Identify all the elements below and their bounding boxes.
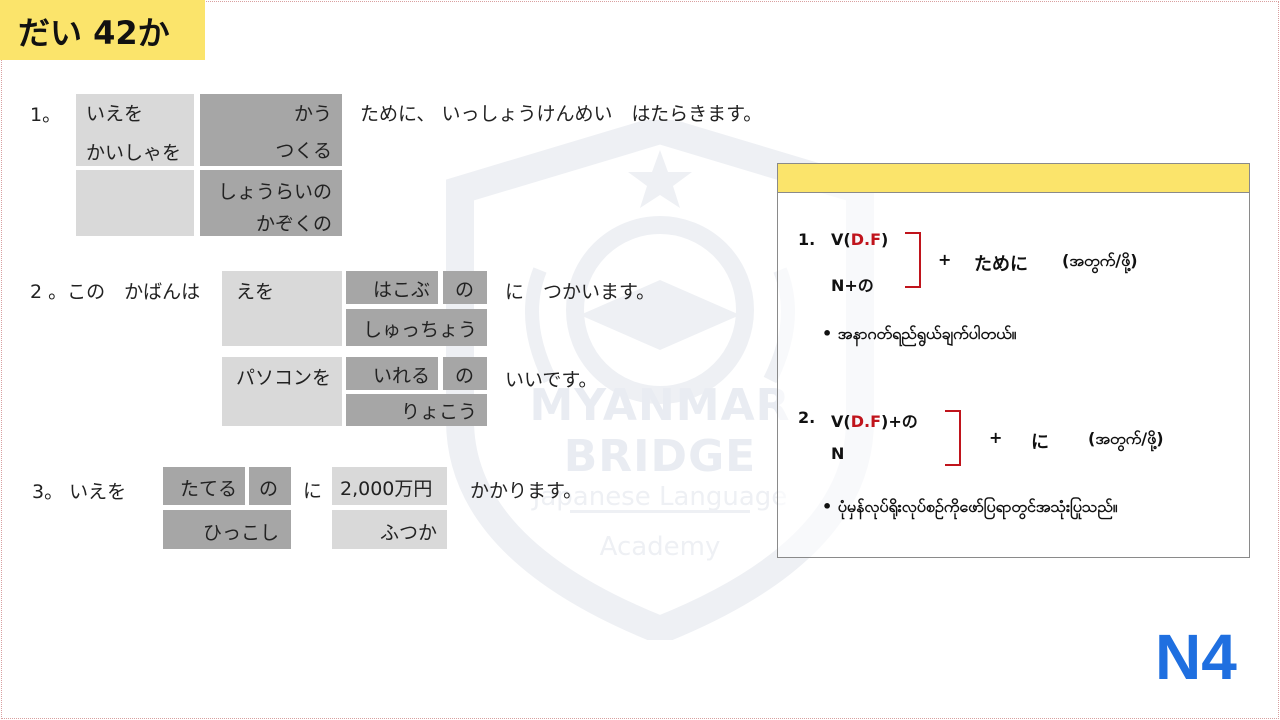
- ex3-no: の: [249, 467, 291, 505]
- ex2-b3: いれる: [346, 357, 438, 390]
- ex1-choice-c-blank: [76, 170, 194, 236]
- ex3-a2: ひっこし: [163, 510, 291, 549]
- ex2-tail1: に つかいます。: [505, 281, 656, 303]
- ex2-tail2: いいです。: [505, 369, 598, 391]
- ex3-c1: 2,000万円: [332, 467, 447, 505]
- ex1-a1: いえを: [86, 103, 144, 125]
- ex3-a1: たてる: [163, 467, 245, 505]
- grammar-item1-noun: N+の: [831, 276, 874, 295]
- ex1-choice-a: いえを かいしゃを: [76, 94, 194, 166]
- ex1-tail: ために、 いっしょうけんめい はたらきます。: [360, 103, 763, 125]
- grammar-item1-word: ために: [974, 254, 1028, 275]
- watermark: MYANMAR BRIDGE Japanese Language Academy: [440, 115, 880, 646]
- ex2-a1: えを: [236, 281, 275, 303]
- lesson-title-box: だい 42か: [0, 0, 205, 60]
- grammar-item2-meaning: (အတွက်/ဖို့): [1088, 429, 1164, 448]
- grammar-item1-v: V(: [831, 230, 851, 249]
- grammar-item1-meaning: (အတွက်/ဖို့): [1062, 251, 1138, 270]
- ex1-choice-b: かう つくる: [200, 94, 342, 166]
- ex3-tail: かかります。: [470, 480, 583, 502]
- grammar-item1-close: ): [881, 230, 889, 249]
- grammar-item2-verb: V(D.F)+の: [831, 408, 918, 432]
- grammar-item2-word: に: [1031, 432, 1049, 453]
- ex3-number: 3。 いえを: [32, 481, 127, 503]
- grammar-item2-noun: N: [831, 444, 845, 463]
- watermark-brand: MYANMAR BRIDGE: [529, 380, 791, 482]
- ex1-number: 1。: [30, 104, 62, 126]
- grammar-item1-number: 1.: [798, 230, 816, 249]
- grammar-item1-plus: +: [938, 250, 952, 269]
- ex2-a2: パソコンを: [236, 367, 332, 389]
- grammar-item2-close: )+の: [881, 412, 918, 431]
- ex2-choice-a2: パソコンを: [222, 357, 342, 426]
- grammar-item2-plus: +: [989, 428, 1003, 447]
- grammar-header-bar: [778, 164, 1249, 193]
- grammar-box: 1. V(D.F) N+の + ために (အတွက်/ဖို့) • အနာဂတ…: [777, 163, 1250, 558]
- grammar-item1-note: • အနာဂတ်ရည်ရွယ်ချက်ပါတယ်။: [822, 324, 1017, 343]
- grammar-item2-df: D.F: [850, 412, 881, 431]
- ex1-b2: つくる: [275, 140, 332, 162]
- grammar-item2-bracket: [945, 410, 961, 466]
- ex2-no2: の: [443, 357, 487, 390]
- ex2-number: 2 。この かばんは: [30, 281, 201, 303]
- watermark-subtitle-2: Academy: [599, 532, 721, 562]
- ex1-choice-c: しょうらいの かぞくの: [200, 170, 342, 236]
- ex3-ni: に: [303, 480, 323, 502]
- grammar-item2-number: 2.: [798, 408, 816, 427]
- ex3-c2: ふつか: [332, 510, 447, 549]
- ex1-a2: かいしゃを: [86, 142, 182, 164]
- ex2-b1: はこぶ: [346, 271, 438, 304]
- grammar-item1-verb: V(D.F): [831, 230, 888, 249]
- ex1-c2: かぞくの: [255, 213, 332, 235]
- ex1-c1: しょうらいの: [217, 181, 332, 203]
- ex2-b4: りょこう: [346, 394, 487, 426]
- grammar-item2-note: • ပုံမှန်လုပ်ရိုးလုပ်စဉ်ကိုဖော်ပြရာတွင်အ…: [822, 497, 1118, 516]
- watermark-subtitle: Japanese Language: [532, 482, 788, 512]
- level-badge: N4: [1155, 621, 1237, 693]
- grammar-item1-bracket: [905, 232, 921, 288]
- ex2-no1: の: [443, 271, 487, 304]
- ex2-choice-a1: えを: [222, 271, 342, 346]
- ex1-b1: かう: [293, 103, 332, 125]
- ex2-b2: しゅっちょう: [346, 309, 487, 346]
- grammar-item2-v: V(: [831, 412, 851, 431]
- lesson-title: だい 42か: [18, 14, 170, 52]
- grammar-item1-df: D.F: [850, 230, 881, 249]
